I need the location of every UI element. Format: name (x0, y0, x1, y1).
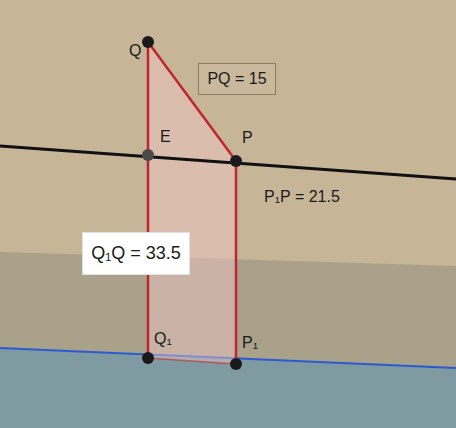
point (142, 149, 154, 161)
segment-q-q1 (147, 42, 150, 358)
measure-box: PQ = 15 (198, 63, 275, 95)
point (142, 36, 154, 48)
point-label: P (242, 129, 253, 146)
label-anchor: P (242, 129, 253, 147)
measure-box: Q₁Q = 33.5 (82, 232, 190, 275)
point (142, 352, 154, 364)
point (230, 155, 242, 167)
measure-text: PQ = 15 (207, 70, 266, 88)
dimension-label: P₁P = 21.5 (264, 188, 340, 205)
point-label: Q (129, 42, 141, 59)
segment-q-p (148, 42, 236, 161)
point-label: P₁ (242, 334, 258, 351)
label-anchor: E (160, 128, 171, 146)
point-label: Q₁ (154, 330, 172, 347)
label-anchor: P₁ (242, 334, 258, 352)
segment-q1-p1 (148, 358, 236, 364)
label-anchor: Q₁ (154, 330, 172, 348)
point-label: E (160, 128, 171, 145)
label-anchor: Q (129, 42, 141, 60)
segment-p-p1 (235, 161, 238, 364)
label-anchor: P₁P = 21.5 (264, 188, 340, 206)
point (230, 358, 242, 370)
measure-text: Q₁Q = 33.5 (91, 243, 181, 264)
